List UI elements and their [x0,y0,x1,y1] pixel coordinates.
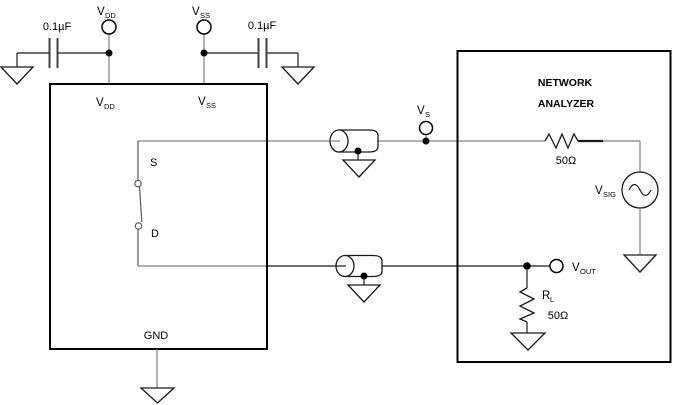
dut-gnd-label: GND [144,330,169,342]
vss-terminal [196,19,212,57]
switch-source-contact [134,179,142,188]
ground-icon [280,66,316,85]
dut-box [49,83,268,350]
ground-icon [346,284,382,303]
switch-source-label: S [150,157,157,169]
coax-body [344,254,383,278]
vout-node-label-sub: OUT [580,267,596,276]
spst-switch [134,141,143,266]
left-cap-value-label: 0.1µF [43,21,72,33]
load-resistor [509,270,547,351]
ground-icon [139,387,176,404]
right-cap-value-label: 0.1µF [248,20,277,32]
vdd-terminal-label: V [97,6,105,18]
network-analyzer-box [456,50,672,363]
vss-terminal-label: V [192,6,200,18]
network-analyzer-title-line1: NETWORK [538,77,593,89]
vs-node [418,120,434,145]
dut-pin-vdd-label: V [96,97,104,109]
dut-pin-vss-label-sub: SS [206,101,216,110]
resistor-zigzag [518,287,536,323]
vss-terminal-label-sub: SS [200,11,210,20]
vsig-source-label-sub: SIG [603,190,616,199]
ground-icon [509,332,547,351]
sine-wave-icon [628,183,652,197]
switch-drain-label: D [151,228,159,240]
dut-pin-vss-label: V [198,96,206,108]
load-resistor-value-label: 50Ω [548,310,568,322]
load-resistor-name-label-sub: L [550,295,554,304]
labels: V DD V SS 0.1µF 0.1µF V DD V SS S D GND … [43,6,616,342]
source-resistor-value-label: 50Ω [556,155,576,167]
decoupling-capacitor-left [48,38,59,68]
switch-drain-contact [134,222,143,230]
load-resistor-name-label: R [542,290,550,302]
coax-connector-top [329,129,379,178]
junction-dot [105,49,113,57]
vss-supply-net [203,34,299,84]
junction-dot [200,49,208,57]
junction-dot [523,262,531,270]
vdd-terminal-label-sub: DD [105,11,116,20]
vs-node-label-sub: S [425,110,430,119]
resistor-zigzag [544,132,579,150]
terminal-circle [101,19,117,35]
dut-pin-vdd-label-sub: DD [104,102,115,111]
vout-node-label: V [572,262,580,274]
terminal-circle [196,19,212,35]
junction-dot [422,137,430,145]
terminal-circle [418,120,434,136]
vout-node [523,258,564,274]
terminal-circle [549,258,564,274]
ground-icon [0,66,35,85]
vdd-supply-net [16,34,110,84]
ground-icon [622,254,658,273]
vs-node-label: V [417,105,425,117]
network-analyzer-title-line2: ANALYZER [538,98,595,110]
ground-icon [341,159,377,178]
vsig-source-label: V [595,185,603,197]
switch-blade [138,186,143,223]
vsig-source [621,171,659,273]
vdd-terminal [101,19,117,57]
coax-connector-bottom [335,254,383,303]
dut-ground [139,349,176,404]
decoupling-capacitor-right [257,38,268,68]
coax-body [338,129,379,153]
source-resistor [544,132,579,150]
